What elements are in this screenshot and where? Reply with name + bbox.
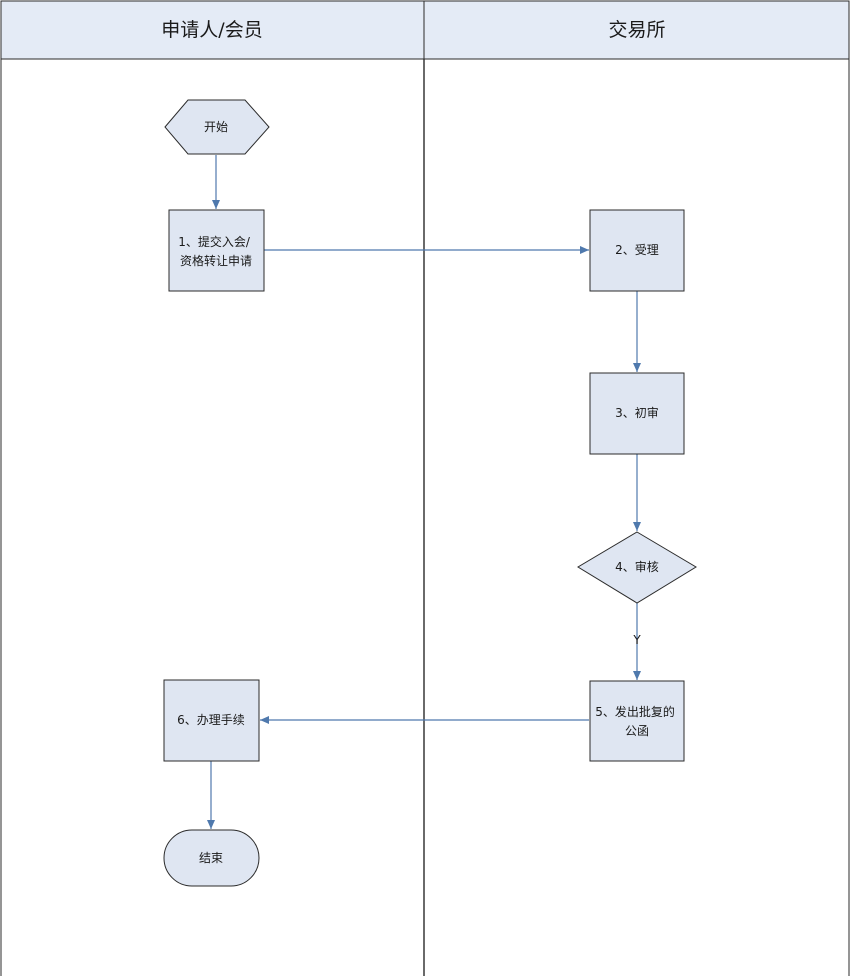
start-node-line-1: 开始 <box>204 120 228 134</box>
end-node-label: 结束 <box>199 851 223 865</box>
step-1-label: 1、提交入会/ 资格转让申请 <box>178 234 254 268</box>
step-2-label: 2、受理 <box>615 243 659 257</box>
step-2-line-1: 2、受理 <box>615 243 659 257</box>
step-5-line-1: 5、发出批复的 <box>595 704 675 719</box>
step-2-shape <box>589 209 685 292</box>
step-6-shape <box>163 679 260 762</box>
edge-label-yes: Y <box>632 633 641 647</box>
step-4-line-1: 4、审核 <box>615 559 659 574</box>
step-6-line-1: 6、办理手续 <box>177 712 245 727</box>
step-1-line-1: 1、提交入会/ <box>178 234 251 249</box>
step-3-shape <box>589 372 685 455</box>
edges <box>207 155 641 829</box>
step-4-decision-shape <box>577 531 697 604</box>
lane-title-right: 交易所 <box>608 19 665 41</box>
start-node-shape <box>164 99 270 155</box>
step-6-label: 6、办理手续 <box>177 712 245 727</box>
end-node-line-1: 结束 <box>199 851 223 865</box>
end-node-shape <box>163 829 260 887</box>
step-4-label: 4、审核 <box>615 559 659 574</box>
lane-title-left: 申请人/会员 <box>161 19 262 41</box>
step-5-label: 5、发出批复的 公函 <box>595 704 678 738</box>
step-1-line-2: 资格转让申请 <box>180 253 252 268</box>
step-5-shape <box>589 680 685 762</box>
lane-header-right <box>423 0 850 60</box>
lane-header-left <box>0 0 425 60</box>
step-5-line-2: 公函 <box>625 724 649 738</box>
step-3-label: 3、初审 <box>615 405 659 420</box>
step-3-line-1: 3、初审 <box>615 405 659 420</box>
start-node-label: 开始 <box>204 120 228 134</box>
step-1-shape <box>168 209 265 292</box>
